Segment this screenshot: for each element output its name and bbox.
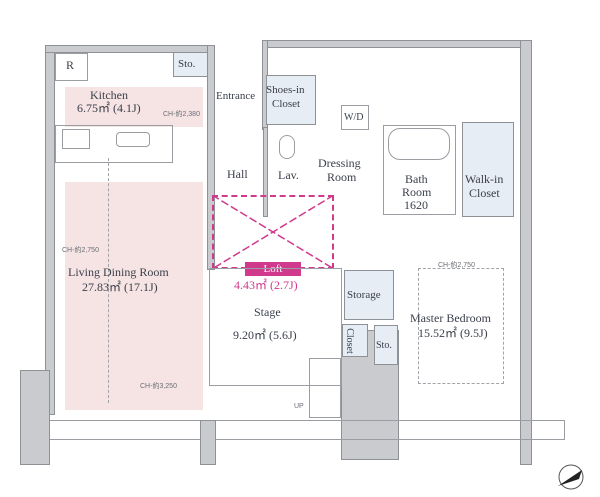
column	[20, 370, 50, 465]
wall-lav	[263, 127, 268, 217]
storage-label: Storage	[347, 289, 381, 301]
wall-mid	[207, 45, 215, 270]
ch-kitchen: CH-約2,380	[163, 111, 200, 118]
bed-outline	[418, 268, 504, 384]
ch-ldr-lower: CH-約3,250	[140, 383, 177, 390]
ch-boundary	[108, 158, 109, 403]
balcony-rail	[20, 420, 565, 440]
hall-label: Hall	[227, 167, 248, 181]
entrance-label: Entrance	[216, 90, 256, 102]
wic-line1: Walk-in	[465, 172, 504, 186]
ch-bedroom: CH-約2,750	[438, 262, 475, 269]
bath-line2: Room	[402, 185, 432, 199]
loft-label: Loft	[245, 262, 301, 276]
dressing-line2: Room	[327, 170, 357, 184]
kitchen-area-text: 6.75㎡ (4.1J)	[77, 101, 141, 115]
column	[200, 420, 216, 465]
bedroom-area-text: 15.52㎡ (9.5J)	[418, 326, 488, 340]
wic-line2: Closet	[469, 186, 500, 200]
loft-area-text: 4.43㎡ (2.7J)	[234, 278, 298, 292]
shoes-closet-line1: Shoes-in	[266, 84, 305, 96]
washer-dryer-box	[341, 105, 369, 130]
closet-label: Closet	[343, 328, 355, 354]
toilet	[279, 135, 295, 159]
bath-line1: Bath	[405, 172, 428, 186]
kitchen-storage-label: Sto.	[178, 58, 196, 70]
sink	[116, 132, 150, 147]
bathtub	[388, 128, 450, 160]
bedroom-name: Master Bedroom	[410, 311, 491, 325]
kitchen-name: Kitchen	[90, 88, 128, 102]
walk-in-closet	[462, 122, 514, 217]
ldr-name: Living Dining Room	[68, 265, 169, 279]
kitchen-counter	[55, 125, 173, 163]
shoes-closet	[266, 75, 316, 125]
bath-size: 1620	[404, 198, 428, 212]
storage	[344, 270, 394, 320]
ldr-area-text: 27.83㎡ (17.1J)	[82, 280, 158, 294]
stove	[62, 129, 90, 149]
ch-ldr: CH-約2,750	[62, 247, 99, 254]
refrigerator-label: R	[66, 58, 75, 72]
bedroom-storage	[374, 325, 398, 365]
lav-label: Lav.	[278, 168, 299, 182]
kitchen-storage	[173, 52, 208, 77]
ldr-area	[65, 182, 203, 410]
wall-top-right	[262, 40, 532, 48]
stairs	[309, 358, 341, 418]
washer-dryer-label: W/D	[344, 112, 364, 123]
kitchen-area	[65, 87, 203, 127]
bath-room-box	[383, 125, 456, 215]
stage-area-text: 9.20㎡ (5.6J)	[233, 328, 297, 342]
wall-left	[45, 45, 55, 415]
compass-icon	[558, 464, 584, 490]
dressing-line1: Dressing	[318, 156, 361, 170]
stage-box	[209, 268, 342, 386]
stairs-up-label: UP	[294, 403, 304, 410]
closet	[342, 324, 368, 357]
bedroom-storage-label: Sto.	[376, 340, 392, 351]
loft-cross	[212, 195, 334, 269]
stage-name: Stage	[254, 305, 281, 319]
shoes-closet-line2: Closet	[272, 98, 301, 110]
wall-right	[520, 40, 532, 465]
refrigerator-box	[55, 53, 88, 81]
